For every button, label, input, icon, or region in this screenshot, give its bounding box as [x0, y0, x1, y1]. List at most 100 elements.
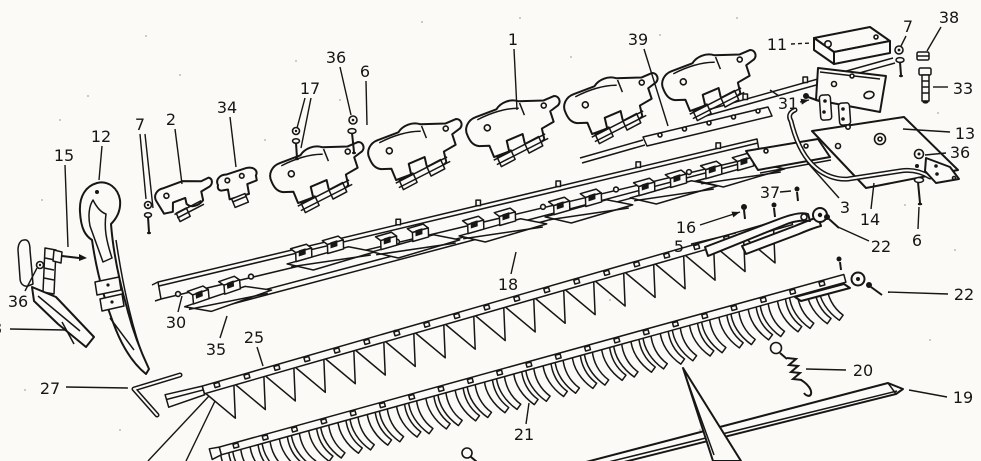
callout-7: 7 [135, 115, 154, 209]
part-number-36: 36 [950, 143, 970, 162]
part-number-22: 22 [954, 285, 974, 304]
part-number-8: 8 [0, 319, 2, 338]
callout-5: 5 [674, 232, 737, 256]
knife-21 [208, 273, 847, 461]
part-number-36: 36 [326, 48, 346, 67]
part-number-31: 31 [778, 94, 798, 113]
part-number-39: 39 [628, 30, 648, 49]
callout-6: 6 [360, 62, 370, 126]
clamp-block-11 [813, 26, 891, 65]
callout-20: 20 [805, 361, 873, 380]
callout-6: 6 [912, 206, 922, 250]
part-number-15: 15 [54, 146, 74, 165]
part-number-2: 2 [166, 110, 176, 129]
part-number-3: 3 [840, 198, 850, 217]
bolt-6-top [347, 127, 357, 155]
callout-30: 30 [166, 295, 186, 332]
part-number-22: 22 [871, 237, 891, 256]
skid-8 [17, 239, 95, 348]
part-number-14: 14 [860, 210, 880, 229]
part-number-36: 36 [8, 292, 28, 311]
pin-22-lower [866, 282, 883, 296]
callout-12: 12 [91, 127, 111, 181]
part-number-16: 16 [676, 218, 696, 237]
part-number-38: 38 [939, 8, 959, 27]
callout-11: 11 [767, 35, 813, 54]
part-number-18: 18 [498, 275, 518, 294]
callout-8: 8 [0, 319, 67, 338]
knife-head-25 [741, 207, 828, 255]
plate-3 [745, 138, 832, 174]
part-number-11: 11 [767, 35, 787, 54]
part-number-19: 19 [953, 388, 973, 407]
rod-19 [585, 382, 904, 461]
callout-36: 36 [8, 267, 38, 311]
divider-shoe-12 [78, 181, 150, 375]
nut-38 [916, 51, 930, 61]
callout-25: 25 [244, 328, 264, 367]
part-number-7: 7 [903, 17, 913, 36]
guard-2 [151, 174, 220, 227]
part-number-13: 13 [955, 124, 975, 143]
spring-20 [769, 341, 813, 397]
callout-33: 33 [933, 79, 973, 98]
callout-31: 31 [769, 89, 810, 113]
pin-22-upper [824, 214, 840, 229]
callout-1: 1 [508, 30, 518, 111]
washer-36-left [35, 260, 45, 270]
guide-plate [815, 67, 887, 113]
knife-head-21 [794, 256, 866, 302]
callout-34: 34 [217, 98, 237, 168]
part-number-33: 33 [953, 79, 973, 98]
part-number-1: 1 [508, 30, 518, 49]
part-number-27: 27 [40, 379, 60, 398]
callout-19: 19 [908, 388, 973, 407]
callout-37: 37 [760, 183, 792, 202]
callout-2: 2 [166, 110, 183, 185]
part-number-17: 17 [300, 79, 320, 98]
part-number-34: 34 [217, 98, 237, 117]
callout-21: 21 [514, 402, 534, 444]
callout-35: 35 [206, 315, 228, 359]
bolt-6-right [913, 176, 925, 206]
callout-13: 13 [902, 124, 975, 143]
offscreen-leader-lines [147, 395, 216, 461]
guard-34 [214, 165, 263, 211]
part-number-12: 12 [91, 127, 111, 146]
part-number-6: 6 [912, 231, 922, 250]
wire-27 [131, 372, 183, 418]
callout-7: 7 [900, 17, 913, 47]
part-number-25: 25 [244, 328, 264, 347]
callout-36: 36 [924, 143, 970, 162]
bolt-stack-17 [291, 126, 301, 161]
part-number-30: 30 [166, 313, 186, 332]
callout-27: 27 [40, 379, 129, 398]
callouts: 3871139136617342712153331133631437165182… [0, 8, 975, 444]
part-number-37: 37 [760, 183, 780, 202]
part-number-35: 35 [206, 340, 226, 359]
bolt-16 [741, 204, 747, 220]
frame-rod-14 [787, 107, 960, 184]
bolts-37 [771, 186, 800, 218]
callout-36: 36 [326, 48, 352, 116]
knife-25 [164, 216, 794, 419]
bolt-33 [918, 67, 932, 104]
bolt-stack-7-right [894, 45, 905, 78]
callout-15: 15 [54, 146, 74, 248]
callout-17: 17 [296, 79, 320, 149]
callout-22: 22 [887, 285, 974, 304]
wear-strip-39 [579, 106, 773, 164]
ring-clip [461, 447, 478, 461]
pointed-rod [682, 367, 742, 461]
part-number-20: 20 [853, 361, 873, 380]
part-number-7: 7 [135, 115, 145, 134]
callout-39: 39 [628, 30, 669, 127]
bolt-stack-7-left [143, 200, 153, 235]
callout-16: 16 [676, 211, 741, 237]
bolt-15 [52, 249, 87, 264]
callout-3: 3 [806, 161, 850, 217]
callout-14: 14 [860, 182, 880, 229]
washer-36-top [348, 115, 358, 125]
